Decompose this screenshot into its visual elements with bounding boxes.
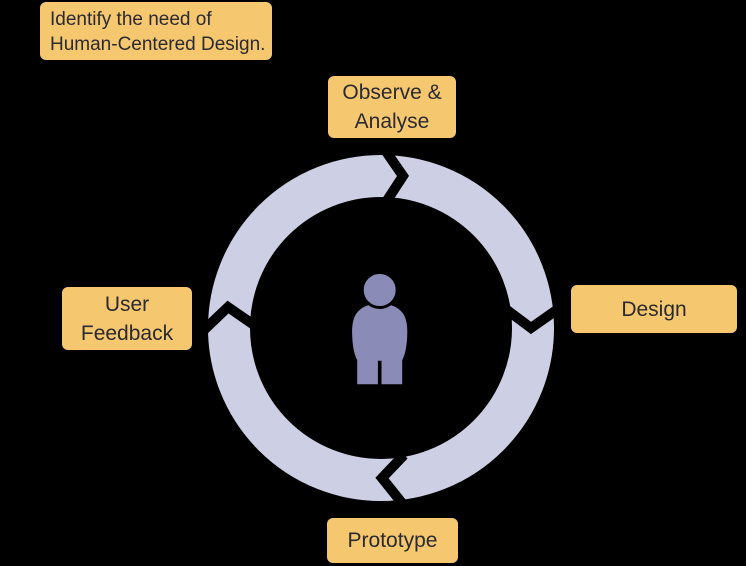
note-line-2: Human-Centered Design. — [50, 34, 266, 55]
chevron-down-icon — [504, 304, 561, 335]
person-head — [360, 271, 399, 309]
stage-box-observe-analyse: Observe & Analyse — [328, 76, 456, 138]
person-body — [352, 303, 408, 385]
stage-box-design: Design — [571, 285, 737, 333]
stage-label: Design — [621, 297, 687, 321]
person-icon — [352, 271, 408, 385]
stage-box-user-feedback: User Feedback — [62, 287, 192, 350]
chevron-right-icon — [380, 147, 410, 205]
note-box: Identify the need of Human-Centered Desi… — [40, 2, 272, 60]
stage-box-prototype: Prototype — [327, 518, 458, 563]
note-line-1: Identify the need of — [50, 9, 212, 30]
stage-label: Feedback — [80, 321, 174, 345]
stage-label: Analyse — [354, 110, 430, 133]
stage-label: Prototype — [347, 529, 438, 552]
stage-label: Observe & — [342, 81, 442, 104]
chevron-left-icon — [375, 451, 408, 507]
stage-label: User — [104, 292, 150, 316]
chevron-up-icon — [200, 300, 257, 334]
